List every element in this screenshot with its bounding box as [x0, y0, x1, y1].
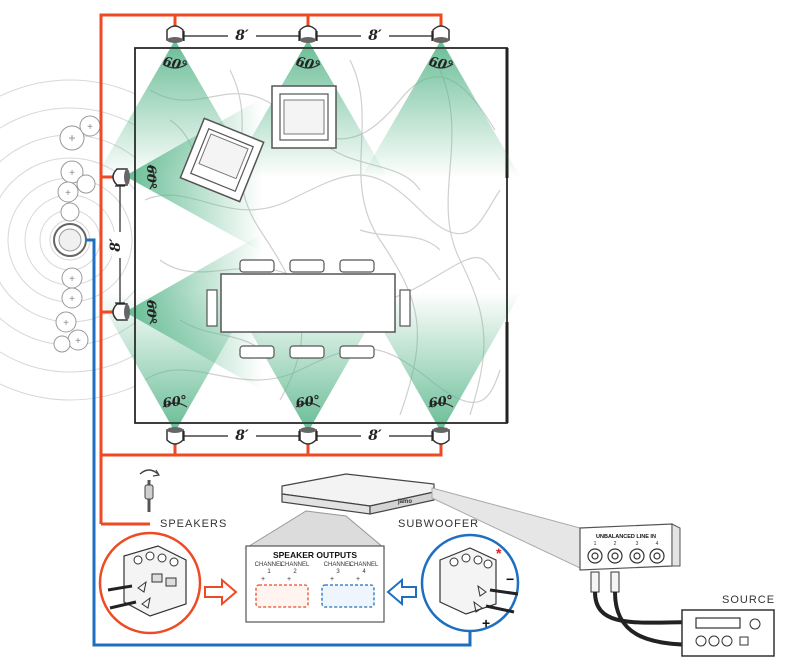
ch2-plus: +	[287, 576, 291, 583]
spacing-label-top-a: 8′	[235, 28, 249, 44]
channel-3-number: 3	[336, 569, 340, 575]
channel-2-label: CHANNEL	[281, 562, 310, 568]
speaker-bot-mid[interactable]	[299, 427, 317, 445]
ch3-plus: +	[330, 576, 334, 583]
channel-polarity: + + + +	[261, 576, 360, 583]
subwoofer-wiring	[86, 238, 472, 647]
channel-4-number: 4	[362, 569, 366, 575]
armchair-top	[271, 85, 337, 149]
svg-text:+: +	[68, 131, 75, 145]
port-2-label: 2	[614, 541, 617, 547]
speaker-outputs-title: SPEAKER OUTPUTS	[273, 550, 357, 560]
spacing-label-bot-b: 8′	[368, 428, 382, 444]
flow-arrow-subwoofer	[386, 577, 417, 607]
channel-4-label: CHANNEL	[350, 562, 379, 568]
source-unit[interactable]	[681, 609, 775, 657]
angle-label-left-lower: 60°	[143, 300, 158, 325]
line-in-panel: UNBALANCED LINE IN 1 2 3 4	[579, 523, 681, 571]
spacing-label-left: 8′	[108, 238, 124, 252]
angle-labels: 60° 60° 60° 60° 60° 60° 60° 60°	[143, 55, 454, 412]
svg-text:+: +	[75, 336, 81, 347]
shrub: ++	[53, 311, 89, 353]
angle-label-left-upper: 60°	[143, 165, 158, 190]
cone-bot-right	[361, 292, 521, 432]
subwoofer-terminal-detail: − + *	[420, 533, 520, 633]
channel-1-number: 1	[267, 569, 271, 575]
speaker-left-lower[interactable]	[112, 303, 130, 321]
svg-text:+: +	[69, 294, 75, 305]
spacing-label-bot-a: 8′	[235, 428, 249, 444]
shrub: ++	[59, 115, 101, 151]
svg-text:+: +	[63, 318, 69, 329]
svg-text:+: +	[87, 122, 93, 133]
subwoofer-channel-block[interactable]	[321, 584, 375, 608]
svg-text:+: +	[65, 188, 71, 199]
angle-label-bot-right: 60°	[428, 393, 454, 411]
ch4-plus: +	[356, 576, 360, 583]
shrub-group: ++ ++ ++ ++	[53, 115, 101, 353]
angle-label-top-left: 60°	[161, 55, 188, 75]
speakers-label: SPEAKERS	[160, 518, 227, 530]
shrub: ++	[61, 267, 83, 309]
amplifier[interactable]: jamo	[281, 473, 435, 515]
port-1-label: 1	[594, 541, 597, 547]
speaker-wiring	[99, 13, 443, 526]
speaker-bot-right[interactable]	[432, 427, 450, 445]
amplifier-callout	[244, 510, 386, 549]
subwoofer-terminal-minus: −	[506, 571, 514, 587]
subwoofer-terminal-plus: +	[482, 615, 490, 631]
channel-1-label: CHANNEL	[255, 562, 284, 568]
channel-3-label: CHANNEL	[324, 562, 353, 568]
speakers	[112, 25, 450, 445]
svg-text:+: +	[69, 274, 75, 285]
channel-2-number: 2	[293, 569, 297, 575]
subwoofer-label: SUBWOOFER	[398, 518, 479, 530]
screwdriver-icon	[139, 469, 160, 512]
armchair-left	[179, 117, 265, 203]
line-in-port-labels: 1 2 3 4	[594, 541, 659, 547]
ch1-plus: +	[261, 576, 265, 583]
speaker-terminal-detail	[98, 531, 202, 635]
speaker-channel-block[interactable]	[255, 584, 309, 608]
angle-label-bot-mid: 60°	[295, 393, 321, 411]
flow-arrow-speakers	[204, 577, 238, 607]
channel-labels: CHANNEL 1 CHANNEL 2 CHANNEL 3 CHANNEL 4	[255, 562, 379, 575]
speaker-left-upper[interactable]	[112, 168, 130, 186]
outdoor-subwoofer[interactable]	[53, 223, 87, 257]
port-3-label: 3	[636, 541, 639, 547]
line-in-title: UNBALANCED LINE IN	[596, 534, 656, 540]
speaker-outputs-panel: SPEAKER OUTPUTS CHANNEL 1 CHANNEL 2 CHAN…	[245, 545, 385, 623]
angle-label-bot-left: 60°	[162, 393, 188, 411]
shrub: ++	[57, 160, 96, 203]
subwoofer-terminal-asterisk: *	[496, 545, 502, 561]
angle-arcs	[149, 63, 454, 408]
speaker-top-left[interactable]	[166, 25, 184, 43]
speaker-top-mid[interactable]	[299, 25, 317, 43]
spacing-labels: 8′ 8′ 8′ 8′ 8′	[108, 27, 389, 444]
shrub	[60, 202, 80, 222]
svg-text:+: +	[69, 168, 75, 179]
speaker-top-right[interactable]	[432, 25, 450, 43]
line-in-ports[interactable]	[587, 548, 665, 564]
dining-table	[206, 259, 411, 359]
spacing-label-top-b: 8′	[368, 28, 382, 44]
angle-label-top-mid: 60°	[294, 55, 321, 75]
port-4-label: 4	[656, 541, 659, 547]
angle-label-top-right: 60°	[427, 55, 454, 75]
amplifier-brand-logo: jamo	[397, 499, 412, 505]
source-label: SOURCE	[722, 594, 775, 606]
speaker-bot-left[interactable]	[166, 427, 184, 445]
cone-top-right	[361, 40, 521, 178]
